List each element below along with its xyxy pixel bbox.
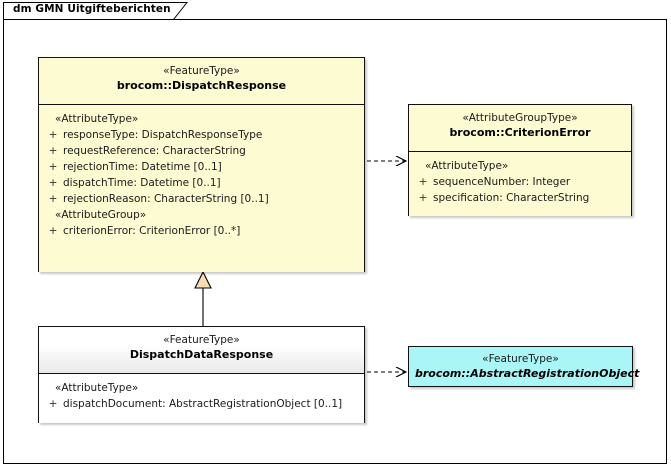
class-name: brocom::DispatchResponse [116,79,287,92]
visibility-marker: + [48,177,58,189]
attribute-group-label: «AttributeGroup» [55,209,147,221]
visibility-marker: + [48,193,58,205]
attribute-text: responseType: DispatchResponseType [63,129,263,141]
attribute-row[interactable]: + requestReference: CharacterString [43,143,360,159]
attribute-text: sequenceNumber: Integer [433,176,571,188]
visibility-marker: + [48,225,58,237]
diagram-title-tab [3,2,188,20]
class-attributes-dispatch-data-response: «AttributeType» + dispatchDocument: Abst… [39,374,364,423]
attribute-row[interactable]: + dispatchTime: Datetime [0..1] [43,175,360,191]
attribute-text: criterionError: CriterionError [0..*] [63,225,241,237]
attribute-text: requestReference: CharacterString [63,145,246,157]
attribute-text: specification: CharacterString [433,192,590,204]
class-box-abstract-registration-object[interactable]: «FeatureType» brocom::AbstractRegistrati… [408,346,640,387]
visibility-marker: + [48,145,58,157]
attribute-row[interactable]: + rejectionTime: Datetime [0..1] [43,159,360,175]
visibility-marker: + [48,398,58,410]
visibility-marker: + [48,161,58,173]
class-header-dispatch-response: «FeatureType» brocom::DispatchResponse [39,58,364,105]
attribute-text: dispatchDocument: AbstractRegistrationOb… [63,398,343,410]
attribute-text: rejectionReason: CharacterString [0..1] [63,193,269,205]
visibility-marker: + [418,176,428,188]
attribute-row[interactable]: + dispatchDocument: AbstractRegistration… [43,396,360,412]
class-stereotype: «FeatureType» [482,353,559,365]
class-name: brocom::AbstractRegistrationObject [415,367,640,380]
class-box-dispatch-response[interactable]: «FeatureType» brocom::DispatchResponse «… [38,57,365,272]
attribute-row[interactable]: + criterionError: CriterionError [0..*] [43,223,360,239]
attribute-group-label: «AttributeType» [425,160,509,172]
class-header-criterion-error: «AttributeGroupType» brocom::CriterionEr… [409,105,631,152]
attribute-row[interactable]: + specification: CharacterString [413,190,627,206]
class-name: brocom::CriterionError [449,126,591,139]
class-attributes-criterion-error: «AttributeType» + sequenceNumber: Intege… [409,152,631,216]
attribute-text: dispatchTime: Datetime [0..1] [63,177,221,189]
attribute-group-label: «AttributeType» [55,113,139,125]
class-header-dispatch-data-response: «FeatureType» DispatchDataResponse [39,327,364,374]
class-name: DispatchDataResponse [129,348,274,361]
visibility-marker: + [48,129,58,141]
class-stereotype: «FeatureType» [163,334,240,346]
attribute-row[interactable]: + sequenceNumber: Integer [413,174,627,190]
page-title: dm GMN Uitgifteberichten [13,3,171,15]
class-box-criterion-error[interactable]: «AttributeGroupType» brocom::CriterionEr… [408,104,632,216]
attribute-row[interactable]: + responseType: DispatchResponseType [43,127,360,143]
class-stereotype: «AttributeGroupType» [462,112,578,124]
attribute-group-label: «AttributeType» [55,382,139,394]
attribute-row[interactable]: + rejectionReason: CharacterString [0..1… [43,191,360,207]
class-box-dispatch-data-response[interactable]: «FeatureType» DispatchDataResponse «Attr… [38,326,365,423]
class-attributes-dispatch-response: «AttributeType» + responseType: Dispatch… [39,105,364,272]
class-stereotype: «FeatureType» [163,65,240,77]
attribute-text: rejectionTime: Datetime [0..1] [63,161,222,173]
class-header-abstract-registration-object: «FeatureType» brocom::AbstractRegistrati… [409,347,640,386]
visibility-marker: + [418,192,428,204]
